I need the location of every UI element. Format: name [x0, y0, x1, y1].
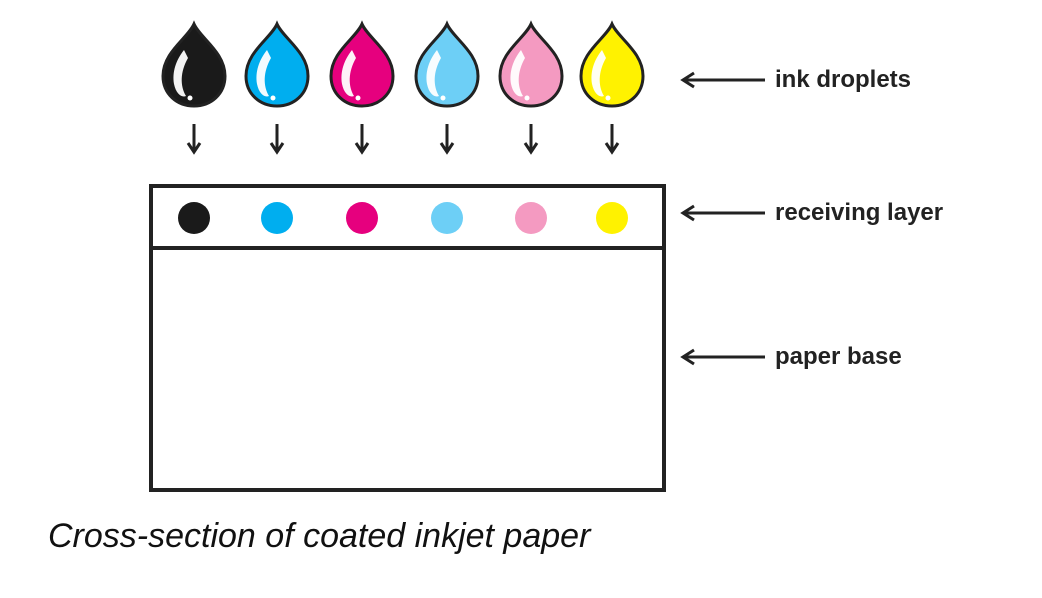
pointer-arrow-paper-base — [680, 348, 765, 366]
down-arrow-light-magenta — [523, 124, 539, 155]
droplet-light-cyan-icon — [414, 20, 480, 108]
label-paper-base: paper base — [775, 343, 902, 370]
down-arrow-light-cyan — [439, 124, 455, 155]
ink-dot-cyan — [261, 202, 293, 234]
label-ink-droplets: ink droplets — [775, 66, 912, 93]
ink-droplets-group — [161, 20, 645, 108]
ink-dot-light-magenta — [515, 202, 547, 234]
ink-dot-black — [178, 202, 210, 234]
ink-dot-light-cyan — [431, 202, 463, 234]
pointer-arrow-ink-droplets — [680, 71, 765, 89]
down-arrows-group — [186, 124, 620, 155]
label-receiving-layer: receiving layer — [775, 199, 944, 226]
droplet-cyan-icon — [244, 20, 310, 108]
droplet-black-icon — [161, 20, 227, 108]
paper-base-box — [149, 184, 666, 492]
down-arrow-cyan — [269, 124, 285, 155]
caption: Cross-section of coated inkjet paper — [48, 517, 591, 555]
droplet-magenta-icon — [329, 20, 395, 108]
ink-dots-group — [178, 202, 628, 234]
droplet-yellow-icon — [579, 20, 645, 108]
droplet-light-magenta-icon — [498, 20, 564, 108]
down-arrow-magenta — [354, 124, 370, 155]
down-arrow-black — [186, 124, 202, 155]
ink-dot-yellow — [596, 202, 628, 234]
ink-dot-magenta — [346, 202, 378, 234]
pointer-arrow-receiving-layer — [680, 204, 765, 222]
down-arrow-yellow — [604, 124, 620, 155]
